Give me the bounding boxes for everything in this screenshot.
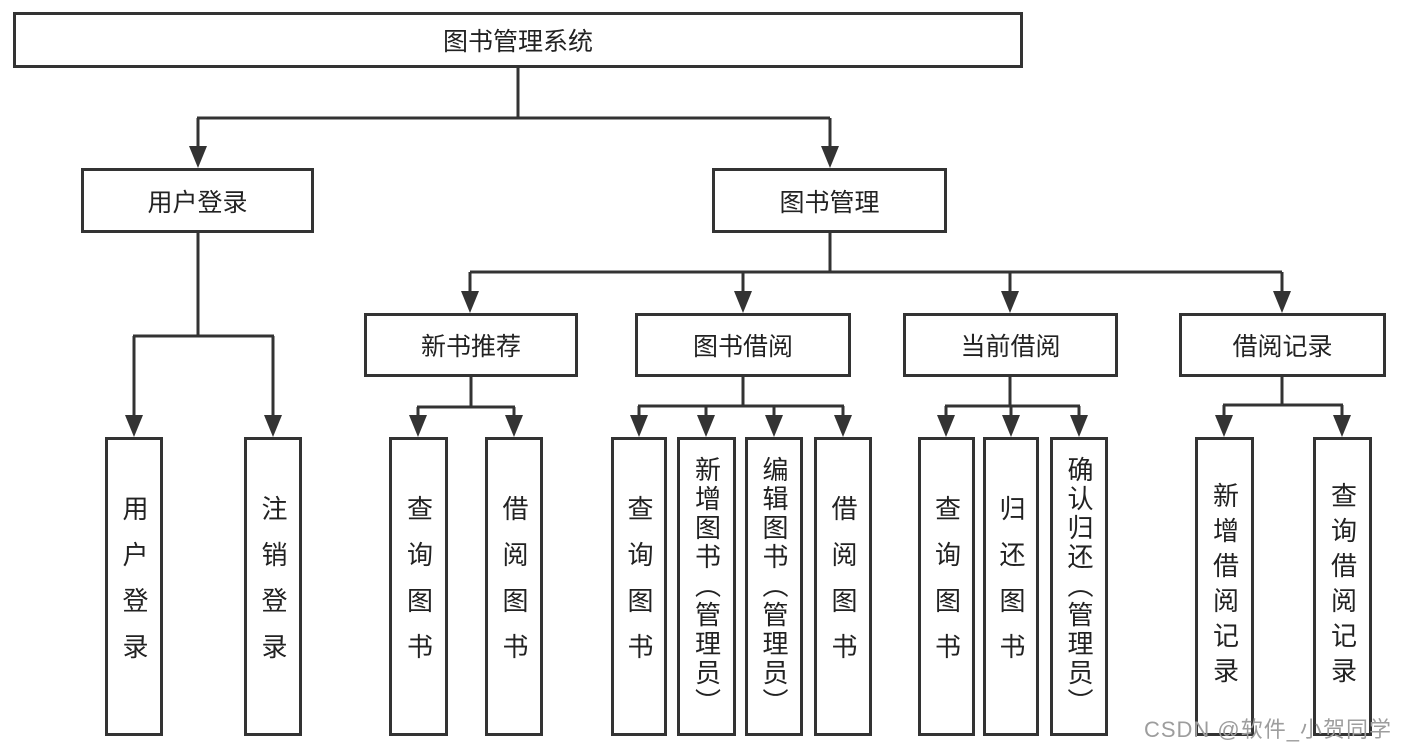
leaf-query-borrow-record: 查询借阅记录 — [1313, 437, 1372, 736]
leaf-query-books-current: 查询图书 — [918, 437, 975, 736]
leaf-logout: 注销登录 — [244, 437, 302, 736]
leaf-query-books-borrow: 查询图书 — [611, 437, 667, 736]
leaf-return-books: 归还图书 — [983, 437, 1039, 736]
node-borrow-records: 借阅记录 — [1179, 313, 1386, 377]
node-book-management: 图书管理 — [712, 168, 947, 233]
connector-recommend — [416, 377, 516, 421]
node-book-borrow: 图书借阅 — [635, 313, 851, 377]
connector-records — [1222, 377, 1344, 421]
node-system-root: 图书管理系统 — [13, 12, 1023, 68]
node-user-login: 用户登录 — [81, 168, 314, 233]
arrowheads — [125, 146, 1351, 437]
connector-lines — [132, 68, 1344, 421]
leaf-borrow-books: 借阅图书 — [814, 437, 872, 736]
connector-book-mgmt — [468, 233, 1284, 295]
connector-current — [944, 377, 1081, 421]
connector-user-login — [132, 233, 275, 421]
leaf-edit-books-admin: 编辑图书（管理员） — [745, 437, 803, 736]
leaf-user-login: 用户登录 — [105, 437, 163, 736]
leaf-add-borrow-record: 新增借阅记录 — [1195, 437, 1254, 736]
leaf-add-books-admin: 新增图书（管理员） — [677, 437, 736, 736]
connector-borrow — [637, 377, 845, 421]
connector-root — [196, 68, 832, 150]
node-current-borrow: 当前借阅 — [903, 313, 1118, 377]
leaf-query-books-recommend: 查询图书 — [389, 437, 448, 736]
csdn-watermark: CSDN @软件_小贺同学 — [1143, 717, 1392, 742]
leaf-borrow-books-recommend: 借阅图书 — [485, 437, 543, 736]
leaf-confirm-return-admin: 确认归还（管理员） — [1050, 437, 1108, 736]
node-new-book-recommend: 新书推荐 — [364, 313, 578, 377]
